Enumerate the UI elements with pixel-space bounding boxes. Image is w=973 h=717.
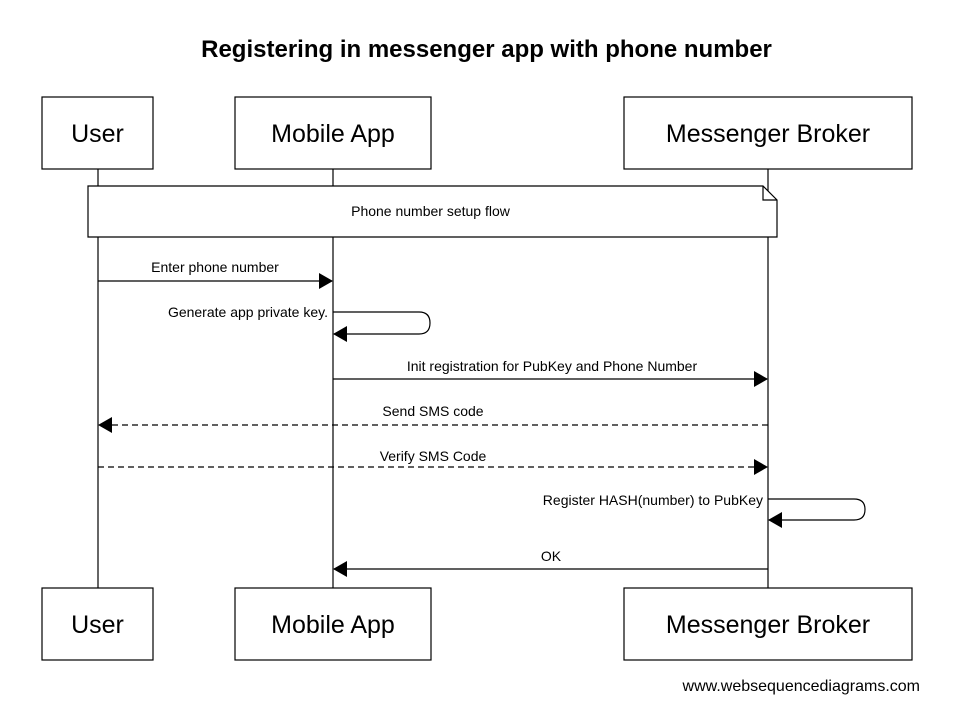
- participant-label: Mobile App: [271, 120, 395, 148]
- self-message-arrow: [333, 311, 431, 342]
- participant-user-top: User: [41, 96, 154, 170]
- participant-app-bottom: Mobile App: [234, 587, 432, 661]
- participant-box: [623, 587, 913, 661]
- participant-label: User: [71, 120, 124, 148]
- participant-box: [41, 96, 154, 170]
- message-5: Verify SMS Code: [98, 448, 768, 475]
- message-3: Init registration for PubKey and Phone N…: [333, 358, 768, 387]
- message-label: Send SMS code: [382, 403, 483, 419]
- message-label: OK: [541, 548, 562, 564]
- participant-label: Mobile App: [271, 611, 395, 639]
- participant-box: [623, 96, 913, 170]
- message-label: Verify SMS Code: [380, 448, 487, 464]
- note: Phone number setup flow: [87, 185, 778, 238]
- note-box: [87, 185, 778, 238]
- message-label: Init registration for PubKey and Phone N…: [407, 358, 698, 374]
- participant-label: User: [71, 611, 124, 639]
- participant-box: [234, 587, 432, 661]
- message-label: Register HASH(number) to PubKey: [543, 492, 763, 508]
- self-message-arrow: [768, 498, 866, 528]
- participant-label: Messenger Broker: [666, 611, 870, 639]
- participant-broker-top: Messenger Broker: [623, 96, 913, 170]
- participant-label: Messenger Broker: [666, 120, 870, 148]
- watermark: www.websequencediagrams.com: [682, 678, 920, 695]
- participant-user-bottom: User: [41, 587, 154, 661]
- message-1: Enter phone number: [98, 259, 333, 289]
- participant-broker-bottom: Messenger Broker: [623, 587, 913, 661]
- participant-box: [234, 96, 432, 170]
- message-6: Register HASH(number) to PubKey: [543, 492, 866, 528]
- note-fold: [762, 186, 777, 201]
- message-4: Send SMS code: [98, 403, 768, 433]
- diagram-title: Registering in messenger app with phone …: [201, 36, 772, 63]
- message-label: Enter phone number: [151, 259, 279, 275]
- participant-app-top: Mobile App: [234, 96, 432, 170]
- message-label: Generate app private key.: [168, 304, 328, 320]
- note-text: Phone number setup flow: [351, 203, 511, 219]
- participant-box: [41, 587, 154, 661]
- message-7: OK: [333, 548, 768, 577]
- message-2: Generate app private key.: [168, 304, 431, 342]
